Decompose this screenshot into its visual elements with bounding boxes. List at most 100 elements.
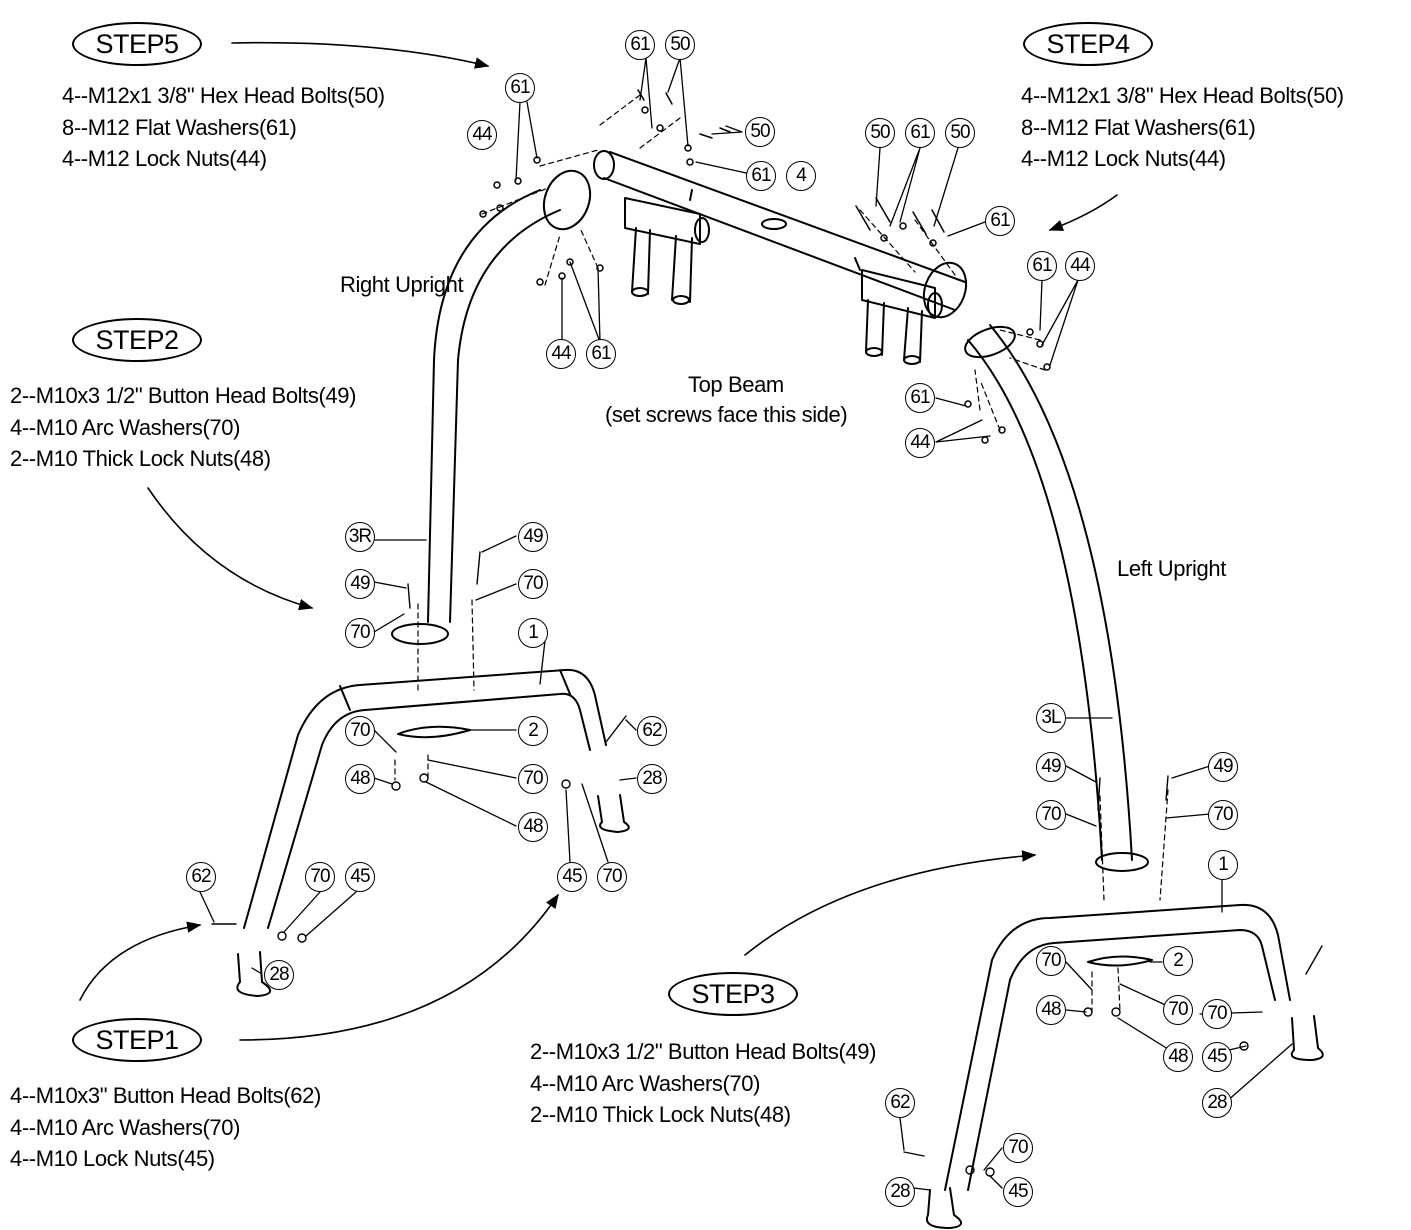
callout-50: 50	[745, 117, 775, 147]
step1-part-2: 4--M10 Arc Washers(70)	[10, 1114, 240, 1140]
step5-part-3: 4--M12 Lock Nuts(44)	[62, 146, 267, 171]
callout-49: 49	[345, 569, 375, 599]
step2-part-2: 4--M10 Arc Washers(70)	[10, 414, 240, 440]
callout-70: 70	[1202, 999, 1232, 1029]
step3-part-1: 2--M10x3 1/2" Button Head Bolts(49)	[530, 1039, 876, 1064]
step4-part-1: 4--M12x1 3/8" Hex Head Bolts(50)	[1021, 83, 1344, 108]
callout-2: 2	[1163, 946, 1193, 976]
callout-44: 44	[1065, 251, 1095, 281]
step3-title: STEP3	[668, 972, 798, 1016]
step5-parts-list: 4--M12x1 3/8" Hex Head Bolts(50) 8--M12 …	[62, 80, 385, 175]
callout-28: 28	[885, 1177, 915, 1207]
step5-title: STEP5	[72, 22, 202, 66]
callout-62: 62	[186, 862, 216, 892]
top-beam-label: Top Beam	[688, 372, 784, 397]
step3-parts-list: 2--M10x3 1/2" Button Head Bolts(49) 4--M…	[530, 1036, 876, 1131]
callout-70: 70	[345, 716, 375, 746]
callout-4: 4	[786, 161, 816, 191]
callout-48: 48	[345, 764, 375, 794]
callout-61: 61	[505, 73, 535, 103]
step5-arrow	[231, 41, 490, 69]
callout-61: 61	[1027, 251, 1057, 281]
callout-49: 49	[518, 522, 548, 552]
step1-part-3: 4--M10 Lock Nuts(45)	[10, 1146, 215, 1171]
callout-45: 45	[1202, 1042, 1232, 1072]
callout-70: 70	[518, 569, 548, 599]
left-base-frame	[926, 852, 1324, 1229]
step1-arrow-right	[239, 893, 559, 1041]
left-upright-tube	[967, 324, 1133, 861]
right-upright-tube	[427, 189, 561, 623]
top-beam	[542, 150, 968, 365]
callout-49: 49	[1208, 752, 1238, 782]
callout-61: 61	[905, 383, 935, 413]
lower-fasteners	[211, 551, 1323, 1177]
left-upright-label: Left Upright	[1117, 556, 1226, 581]
step4-title: STEP4	[1023, 22, 1153, 66]
left-mount-plate	[964, 325, 1016, 359]
callout-44: 44	[546, 339, 576, 369]
callout-70: 70	[1163, 995, 1193, 1025]
callout-70: 70	[305, 862, 335, 892]
callout-48: 48	[518, 812, 548, 842]
callout-61: 61	[985, 206, 1015, 236]
step1-title: STEP1	[72, 1018, 202, 1062]
step5-part-1: 4--M12x1 3/8" Hex Head Bolts(50)	[62, 83, 385, 108]
step3-part-3: 2--M10 Thick Lock Nuts(48)	[530, 1102, 791, 1127]
step2-arrow	[147, 487, 314, 611]
callout-70: 70	[345, 618, 375, 648]
callout-61: 61	[625, 30, 655, 60]
callout-70: 70	[1208, 800, 1238, 830]
step3-part-2: 4--M10 Arc Washers(70)	[530, 1070, 760, 1096]
callout-28: 28	[1202, 1088, 1232, 1118]
callout-48: 48	[1036, 995, 1066, 1025]
step2-part-1: 2--M10x3 1/2" Button Head Bolts(49)	[10, 383, 356, 408]
callout-61: 61	[905, 118, 935, 148]
callout-1: 1	[518, 618, 548, 648]
callout-61: 61	[586, 339, 616, 369]
step1-part-1: 4--M10x3" Button Head Bolts(62)	[10, 1083, 321, 1108]
callout-3L: 3L	[1036, 703, 1066, 733]
callout-2: 2	[518, 716, 548, 746]
callout-48: 48	[1163, 1042, 1193, 1072]
callout-45: 45	[1003, 1177, 1033, 1207]
step5-part-2: 8--M12 Flat Washers(61)	[62, 114, 297, 140]
alignment-lines	[394, 94, 1169, 1013]
callout-45: 45	[345, 862, 375, 892]
leader-lines	[199, 57, 1293, 1191]
step4-part-3: 4--M12 Lock Nuts(44)	[1021, 146, 1226, 171]
step4-parts-list: 4--M12x1 3/8" Hex Head Bolts(50) 8--M12 …	[1021, 80, 1344, 175]
step4-arrow	[1048, 194, 1118, 231]
callout-62: 62	[637, 716, 667, 746]
right-base-frame	[236, 623, 630, 997]
step4-part-2: 8--M12 Flat Washers(61)	[1021, 114, 1256, 140]
step-arrows	[79, 41, 1118, 1041]
callout-50: 50	[665, 30, 695, 60]
callout-70: 70	[1036, 946, 1066, 976]
callout-45: 45	[557, 862, 587, 892]
step3-arrow	[744, 850, 1037, 956]
callout-61: 61	[746, 161, 776, 191]
step1-arrow-left	[79, 921, 202, 1001]
callout-3R: 3R	[345, 522, 375, 552]
right-upright-label: Right Upright	[340, 272, 464, 297]
callout-44: 44	[905, 428, 935, 458]
step2-part-3: 2--M10 Thick Lock Nuts(48)	[10, 446, 271, 471]
step2-parts-list: 2--M10x3 1/2" Button Head Bolts(49) 4--M…	[10, 380, 356, 475]
callout-70: 70	[1003, 1133, 1033, 1163]
callout-70: 70	[1036, 800, 1066, 830]
callout-44: 44	[467, 120, 497, 150]
callout-1: 1	[1208, 850, 1238, 880]
callout-28: 28	[264, 960, 294, 990]
callout-70: 70	[518, 764, 548, 794]
callout-28: 28	[637, 764, 667, 794]
callout-50: 50	[865, 118, 895, 148]
top-beam-note: (set screws face this side)	[605, 402, 848, 427]
step1-parts-list: 4--M10x3" Button Head Bolts(62) 4--M10 A…	[10, 1080, 321, 1175]
callout-62: 62	[885, 1088, 915, 1118]
step2-title: STEP2	[72, 318, 202, 362]
callout-70: 70	[597, 862, 627, 892]
callout-50: 50	[945, 118, 975, 148]
